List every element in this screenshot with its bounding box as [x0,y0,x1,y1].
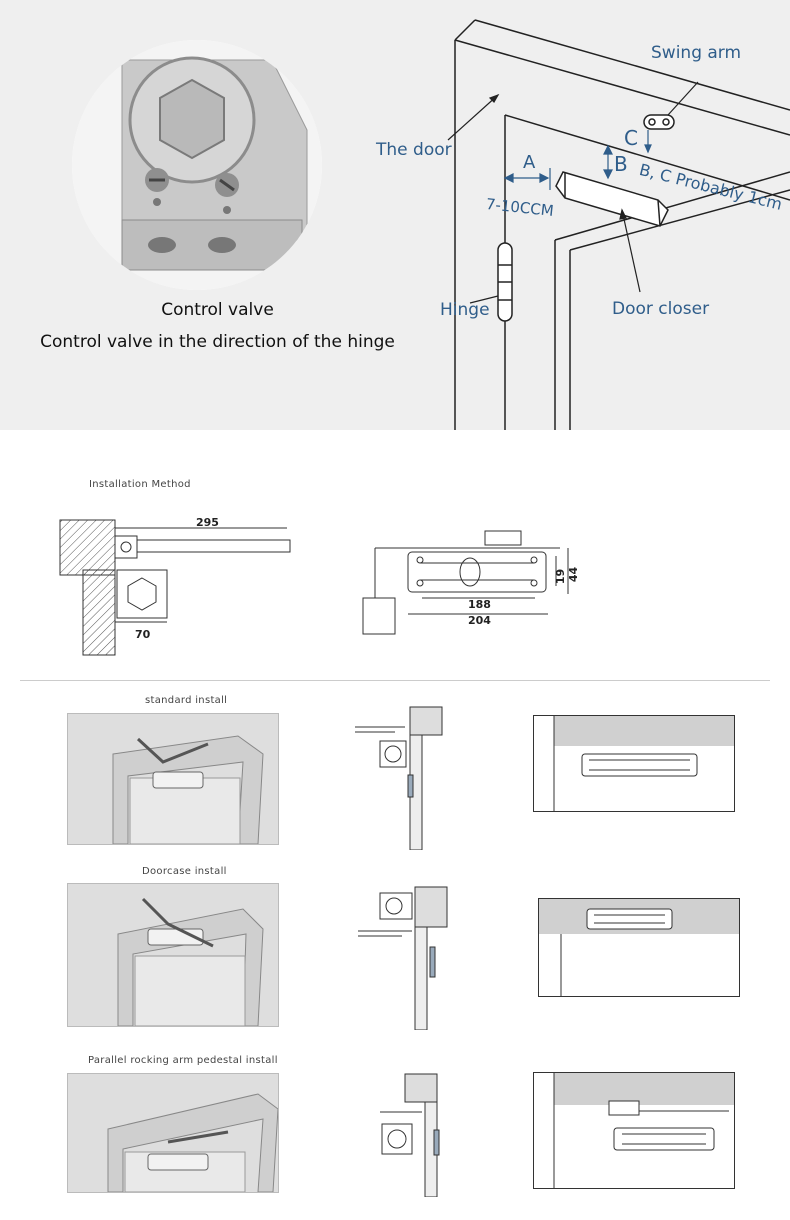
parallel-install-side-view [380,1073,440,1197]
installation-method-caption: Installation Method [89,479,191,490]
dimension-204: 204 [468,614,491,627]
control-valve-title: Control valve [161,300,274,320]
swing-arm-label: Swing arm [651,43,742,63]
dimension-188: 188 [468,598,491,611]
doorcase-install-caption: Doorcase install [142,866,227,877]
dimension-70: 70 [135,628,151,641]
standard-install-front-view [533,715,735,812]
doorcase-install-front-view [538,898,740,997]
dimension-b-label: B [614,152,628,176]
dimension-295: 295 [196,516,219,529]
standard-install-side-view [355,706,443,850]
doorcase-install-side-view [358,886,448,1030]
parallel-install-caption: Parallel rocking arm pedestal install [88,1055,278,1066]
front-dimension-drawing [362,530,569,635]
parallel-install-photo [67,1073,279,1193]
door-diagram [447,19,790,430]
control-valve-photo [72,40,322,290]
dimension-c-label: C [624,126,638,150]
parallel-install-front-view [533,1072,735,1189]
standard-install-photo [67,713,279,845]
the-door-label: The door [376,140,452,160]
hinge-label: Hinge [440,300,490,320]
side-dimension-drawing [59,519,291,656]
standard-install-caption: standard install [145,695,228,706]
dimension-19: 19 [554,568,568,585]
section-divider [20,680,770,681]
dimension-44: 44 [567,566,581,583]
dimension-a-label: A [523,152,536,173]
door-closer-label: Door closer [612,299,710,319]
doorcase-install-photo [67,883,279,1027]
control-valve-subtitle: Control valve in the direction of the hi… [40,332,395,352]
